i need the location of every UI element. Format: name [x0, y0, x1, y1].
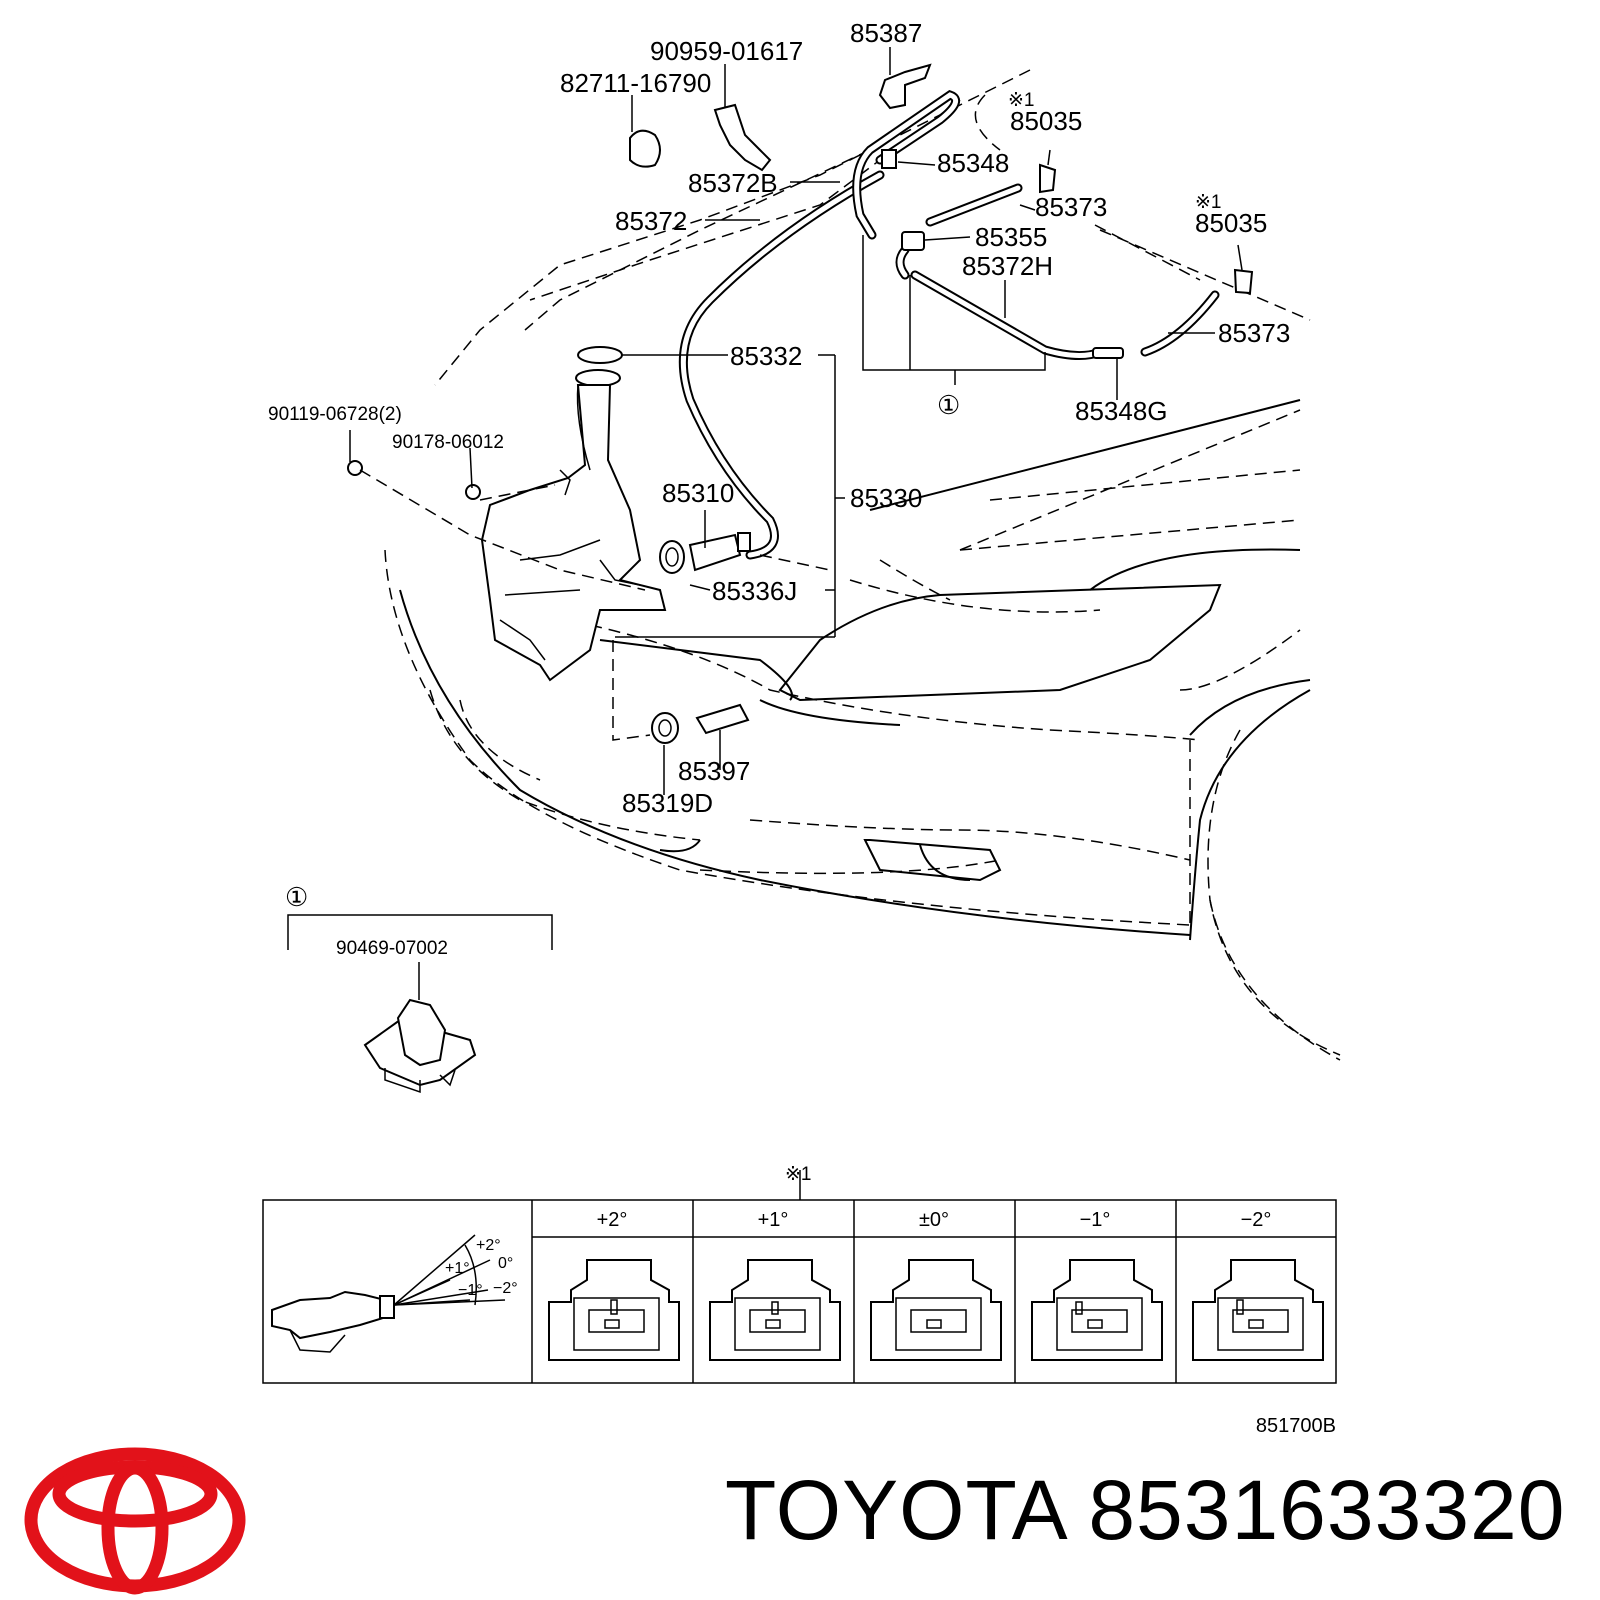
angle-header-minus1: −1°: [1080, 1209, 1111, 1231]
brand-caption: TOYOTA 8531633320: [725, 1468, 1565, 1552]
nozzle-view-minus1: [1031, 1259, 1163, 1361]
label-85035-a: 85035: [1010, 106, 1082, 136]
label-85397: 85397: [678, 756, 750, 786]
angle-header-plus2: +2°: [597, 1209, 628, 1231]
label-90469-07002: 90469-07002: [336, 938, 448, 959]
brand-part-number: 8531633320: [1088, 1463, 1566, 1557]
nozzle-view-plus1: [709, 1259, 841, 1361]
spray-label-plus2: +2°: [476, 1237, 501, 1254]
leader-lines: [287, 47, 1243, 1200]
label-note1-b: ※1: [1195, 192, 1222, 213]
washer-tank: [480, 384, 667, 682]
pump-assembly: [651, 532, 751, 744]
angle-header-plus1: +1°: [758, 1209, 789, 1231]
label-circle1-detail: ①: [285, 882, 308, 912]
label-85372B: 85372B: [688, 168, 778, 198]
label-85332: 85332: [730, 341, 802, 371]
label-85348G: 85348G: [1075, 396, 1168, 426]
label-85348: 85348: [937, 148, 1009, 178]
label-90959-01617: 90959-01617: [650, 36, 803, 66]
label-85387: 85387: [850, 18, 922, 48]
label-note1-table: ※1: [785, 1164, 812, 1185]
spray-label-minus1: −1°: [458, 1282, 483, 1299]
nozzle-view-zero: [870, 1259, 1002, 1361]
angle-header-minus2: −2°: [1241, 1209, 1272, 1231]
diagram-code: 851700B: [1256, 1415, 1336, 1437]
part-labels: 85387 90959-01617 82711-16790 ※1 85035 8…: [268, 18, 1290, 1185]
nozzle-view-plus2: [548, 1259, 680, 1361]
toyota-logo: [24, 1447, 246, 1595]
label-85355: 85355: [975, 222, 1047, 252]
label-85330: 85330: [850, 483, 922, 513]
label-90178-06012: 90178-06012: [392, 432, 504, 453]
label-82711-16790: 82711-16790: [560, 68, 711, 98]
label-85372H: 85372H: [962, 251, 1053, 281]
nozzle-spray-diagram: +2° +1° 0° −1° −2°: [271, 1234, 518, 1353]
label-85373-b: 85373: [1218, 318, 1290, 348]
spray-label-plus1: +1°: [445, 1260, 470, 1277]
angle-header-zero: ±0°: [919, 1209, 949, 1231]
label-circle1: ①: [937, 390, 960, 420]
spray-label-minus2: −2°: [493, 1280, 518, 1297]
hardware-parts: [347, 63, 1254, 500]
label-85310: 85310: [662, 478, 734, 508]
label-90119-06728: 90119-06728(2): [268, 404, 402, 425]
label-85373-a: 85373: [1035, 192, 1107, 222]
clip-detail: [363, 998, 477, 1094]
spray-label-zero: 0°: [498, 1255, 513, 1272]
label-85372: 85372: [615, 206, 687, 236]
label-85336J: 85336J: [712, 576, 797, 606]
label-note1-a: ※1: [1008, 90, 1035, 111]
label-85319D: 85319D: [622, 788, 713, 818]
nozzle-angle-table: +2° +1° ±0° −1° −2° +2° +1° 0° −1° −2°: [262, 1199, 1337, 1384]
label-85035-b: 85035: [1195, 208, 1267, 238]
brand-name: TOYOTA: [725, 1463, 1064, 1557]
nozzle-view-minus2: [1192, 1259, 1324, 1361]
